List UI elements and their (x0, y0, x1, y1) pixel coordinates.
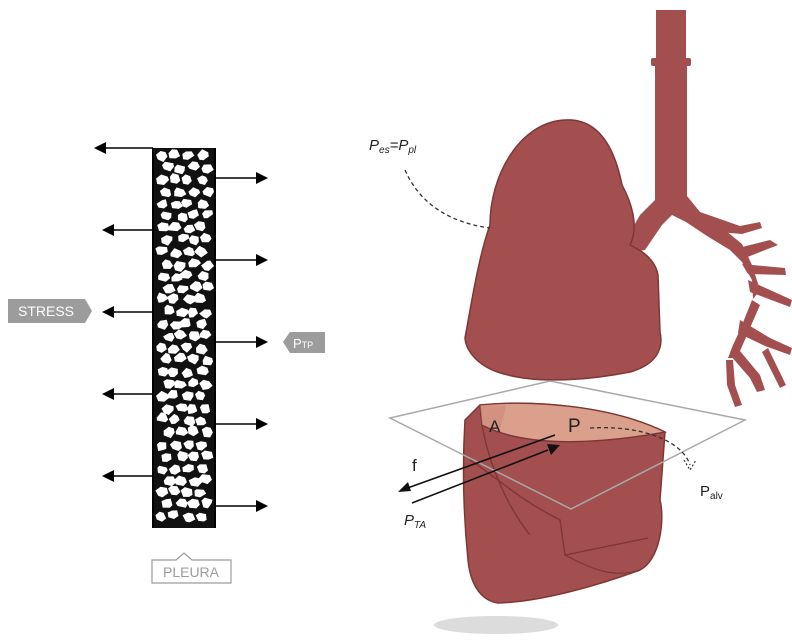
upper-lung (465, 120, 661, 380)
pes-sub: es (379, 145, 390, 156)
ptp-arrow (215, 418, 268, 430)
pleura-cells (154, 148, 214, 528)
ppl-sub: pl (407, 145, 417, 156)
alveolar-area-label: A (489, 417, 501, 436)
stress-arrow (102, 306, 153, 318)
stress-arrow (102, 224, 153, 236)
pleura-strip (153, 148, 215, 528)
stress-label: STRESS (8, 299, 92, 323)
pes-ppl-label: Pes=Ppl (369, 137, 490, 228)
stress-arrow (102, 470, 153, 482)
svg-text:Pes=Ppl: Pes=Ppl (369, 137, 417, 156)
ground-shadow (434, 616, 558, 634)
pta-main: P (404, 512, 414, 529)
ptp-label-sub: TP (302, 340, 314, 350)
svg-text:Palv: Palv (700, 483, 723, 502)
pes-equals: = (390, 137, 399, 154)
stress-arrow (94, 142, 153, 154)
stress-arrow (102, 388, 153, 400)
pleura-label-text: PLEURA (163, 564, 220, 580)
palv-main: P (700, 483, 710, 500)
pes-main: P (369, 137, 379, 154)
stress-arrows (94, 142, 153, 482)
palv-sub: alv (710, 491, 723, 502)
ptp-arrow (215, 336, 268, 348)
f-label: f (412, 456, 417, 475)
stress-label-text: STRESS (18, 303, 74, 319)
pleura-label: PLEURA (152, 553, 231, 583)
ptp-arrow (215, 172, 268, 184)
pes-pointer (405, 170, 490, 228)
ptp-arrows (215, 172, 268, 512)
ptp-label-main: P (293, 336, 302, 351)
alveolar-pressure-point-label: P (568, 416, 581, 437)
ptp-label: PTP (283, 332, 325, 353)
pta-sub: TA (414, 520, 426, 531)
svg-text:PTA: PTA (404, 512, 426, 531)
ppl-main: P (398, 137, 408, 154)
ptp-arrow (215, 500, 268, 512)
ptp-arrow (215, 254, 268, 266)
